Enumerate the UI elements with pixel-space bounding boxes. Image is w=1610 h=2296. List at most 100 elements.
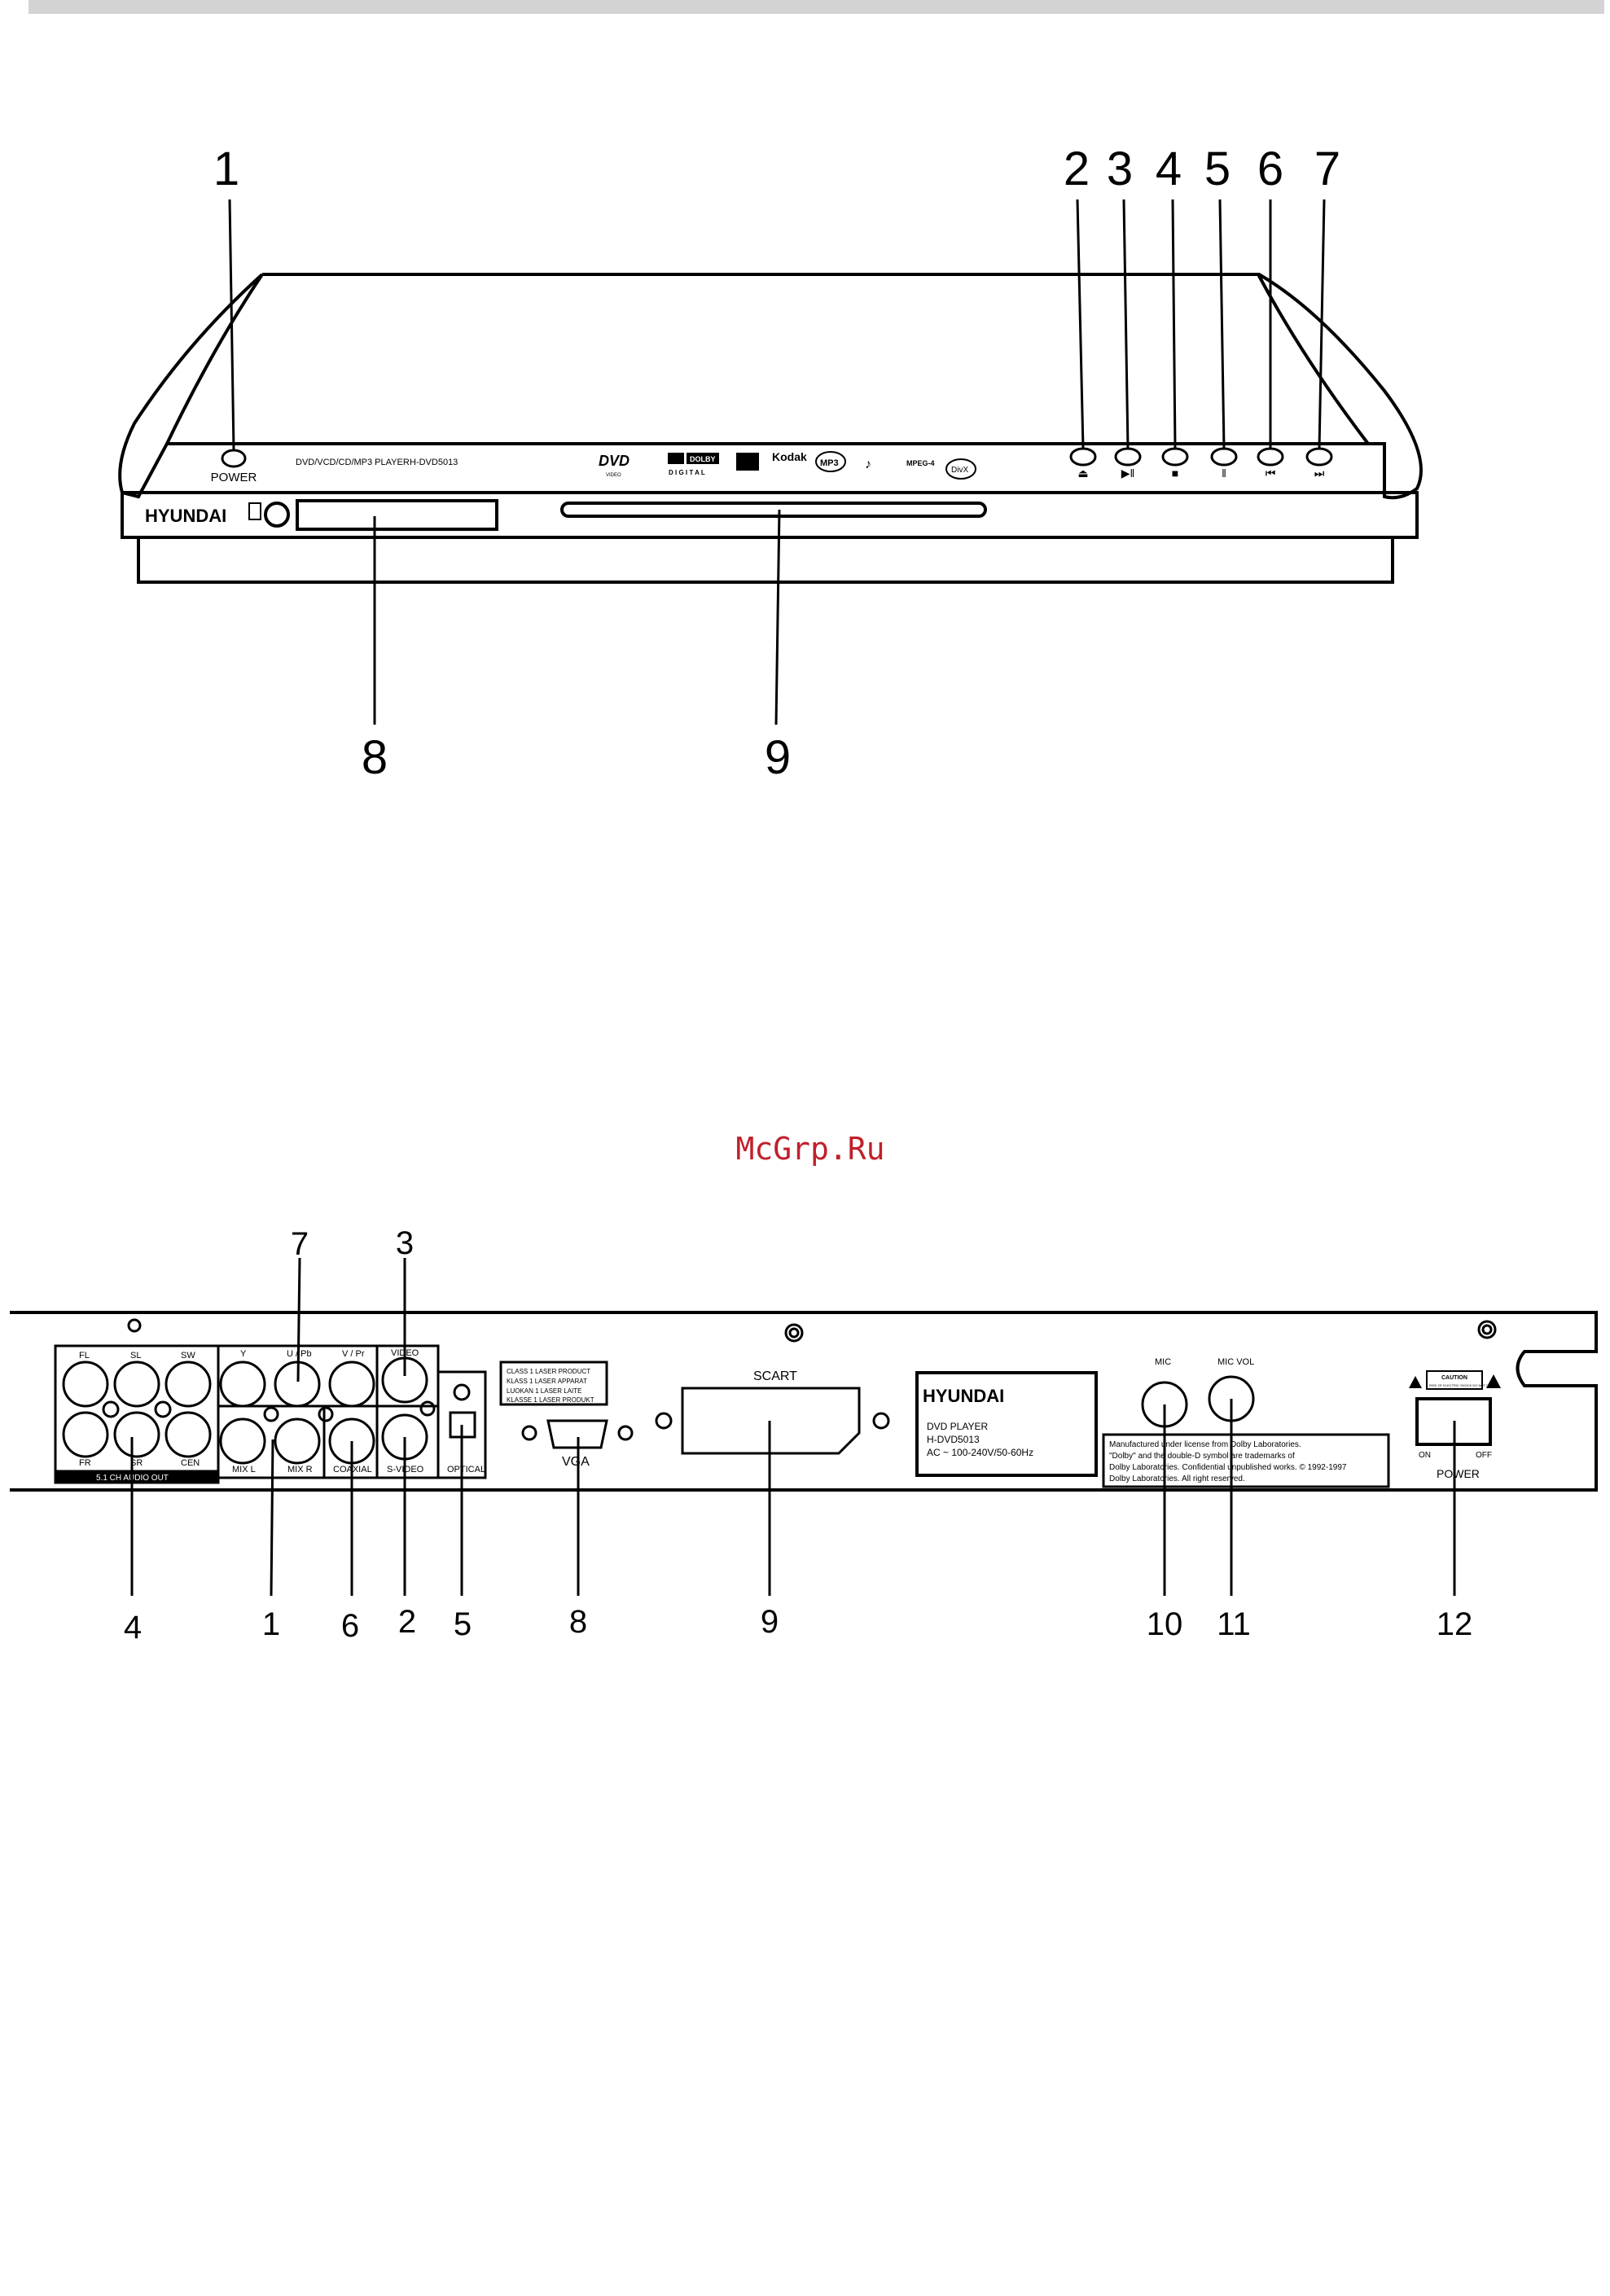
- front-buttons: [1069, 447, 1333, 467]
- rear-callout-10: 10: [1147, 1606, 1183, 1642]
- front-callout-9: 9: [765, 731, 791, 784]
- jack-y[interactable]: [219, 1361, 266, 1408]
- rear-callout-8: 8: [569, 1604, 587, 1640]
- rear-chassis-outline: [10, 1311, 1598, 1492]
- previous-button[interactable]: [1257, 447, 1284, 467]
- front-callout-3: 3: [1107, 142, 1133, 195]
- jack-fl[interactable]: [62, 1361, 109, 1408]
- warning-triangle-right-icon: [1486, 1374, 1501, 1388]
- jack-mix-r[interactable]: [274, 1417, 321, 1465]
- jack-cen[interactable]: [165, 1411, 212, 1458]
- label-off: OFF: [1476, 1451, 1492, 1460]
- leader-5: [1218, 199, 1226, 449]
- rear-callouts: 1 2 3 4 5 6 7 8 9 10 11 12: [124, 1225, 1472, 1645]
- audio-screw-1: [102, 1400, 120, 1418]
- next-button[interactable]: [1305, 447, 1333, 467]
- dts-logo-icon: [736, 453, 759, 471]
- front-callouts: 1 2 3 4 5 6 7 8 9: [213, 142, 1340, 784]
- mp3-logo: MP3: [820, 458, 839, 468]
- jack-sl[interactable]: [113, 1361, 160, 1408]
- kodak-logo: Kodak: [772, 450, 807, 463]
- picture-cd-icon: ♪: [865, 458, 871, 471]
- power-button[interactable]: [221, 449, 247, 468]
- scart-port[interactable]: [681, 1387, 861, 1455]
- jack-pr[interactable]: [328, 1361, 375, 1408]
- front-callout-8: 8: [362, 731, 388, 784]
- caution-frame: [1426, 1370, 1483, 1390]
- label-pr: V / Pr: [342, 1349, 365, 1359]
- jack-sr[interactable]: [113, 1411, 160, 1458]
- label-mic-vol: MIC VOL: [1217, 1357, 1254, 1367]
- model-line-3: AC ~ 100-240V/50-60Hz: [927, 1447, 1033, 1458]
- vga-port[interactable]: [546, 1419, 608, 1449]
- rear-top-screw-inner: [788, 1327, 800, 1339]
- rear-top-screw: [784, 1323, 804, 1343]
- front-callout-4: 4: [1156, 142, 1182, 195]
- watermark-text: McGrp.Ru: [735, 1131, 884, 1167]
- label-sr: SR: [130, 1458, 143, 1468]
- jack-fr[interactable]: [62, 1411, 109, 1458]
- warning-triangle-left-icon: [1409, 1376, 1422, 1388]
- label-sw: SW: [181, 1351, 195, 1361]
- jack-sw[interactable]: [165, 1361, 212, 1408]
- previous-icon: ⏮: [1266, 467, 1276, 480]
- vga-screw-left: [521, 1425, 537, 1441]
- scart-screw-right: [872, 1412, 890, 1430]
- rear-callout-4: 4: [124, 1610, 142, 1645]
- laser-line-3: LUOKAN 1 LASER LAITE: [507, 1387, 581, 1395]
- laser-label: CLASS 1 LASER PRODUCT KLASS 1 LASER APPA…: [499, 1361, 608, 1406]
- leader-4: [1171, 199, 1177, 449]
- optical-screw: [453, 1383, 471, 1401]
- pause-button[interactable]: [1210, 447, 1238, 467]
- front-callout-6: 6: [1257, 142, 1283, 195]
- chassis-base: [137, 537, 1394, 584]
- leader-7: [1318, 199, 1326, 449]
- model-line-2: H-DVD5013: [927, 1434, 980, 1445]
- rear-leader-1: [270, 1439, 274, 1597]
- label-sl: SL: [130, 1351, 141, 1361]
- play-pause-button[interactable]: [1114, 447, 1142, 467]
- dolby-notice: Manufactured under license from Dolby La…: [1102, 1433, 1390, 1488]
- rear-callout-1: 1: [262, 1606, 280, 1642]
- laser-label-frame: [499, 1361, 608, 1406]
- front-callout-7: 7: [1314, 142, 1340, 195]
- power-block: CAUTION RISK OF ELECTRIC SHOCK DO NOT OP…: [1409, 1370, 1501, 1480]
- rear-callout-12: 12: [1437, 1606, 1473, 1642]
- dolby-logo-bottom: D I G I T A L: [669, 469, 705, 476]
- stop-icon: ■: [1172, 467, 1178, 480]
- divx-logo: DivX: [951, 466, 968, 475]
- model-plate: HYUNDAI DVD PLAYER H-DVD5013 AC ~ 100-24…: [915, 1371, 1098, 1477]
- divx-logo-shape: [945, 458, 976, 480]
- label-fl: FL: [79, 1351, 90, 1361]
- dvd-logo: DVD: [599, 453, 630, 469]
- caution-sub: RISK OF ELECTRIC SHOCK DO NOT OPEN: [1429, 1383, 1495, 1387]
- rear-leader-7: [296, 1257, 301, 1382]
- front-face: [121, 491, 1419, 539]
- rear-panel-diagram: [10, 1311, 1598, 1492]
- eject-button[interactable]: [1069, 447, 1097, 467]
- label-mic: MIC: [1155, 1357, 1171, 1367]
- front-brand-logo: HYUNDAI: [145, 506, 226, 526]
- label-mix-l: MIX L: [232, 1465, 256, 1474]
- video-screw: [419, 1400, 436, 1417]
- dolby-logo-top: DOLBY: [690, 455, 716, 463]
- model-line-1: DVD PLAYER: [927, 1421, 988, 1432]
- rear-callout-11: 11: [1217, 1606, 1251, 1642]
- leader-1: [228, 199, 235, 451]
- dolby-dd-icon: [668, 453, 684, 464]
- play-pause-icon: ▶‖: [1121, 467, 1135, 480]
- label-on: ON: [1419, 1451, 1431, 1460]
- front-leader-lines: [228, 199, 1326, 725]
- next-icon: ⏭: [1314, 467, 1325, 480]
- vga-screw-right: [617, 1425, 634, 1441]
- disc-tray: [560, 502, 987, 518]
- scart-block: [127, 1318, 1497, 1455]
- jack-mix-l[interactable]: [219, 1417, 266, 1465]
- mpeg4-logo: MPEG-4: [906, 459, 935, 467]
- eject-icon: ⏏: [1077, 467, 1088, 480]
- dolby-notice-frame: [1102, 1433, 1390, 1488]
- stop-button[interactable]: [1161, 447, 1189, 467]
- label-mix-r: MIX R: [287, 1465, 313, 1474]
- rear-right-screw-inner: [1481, 1324, 1493, 1335]
- laser-line-4: KLASSE 1 LASER PRODUKT: [507, 1396, 594, 1404]
